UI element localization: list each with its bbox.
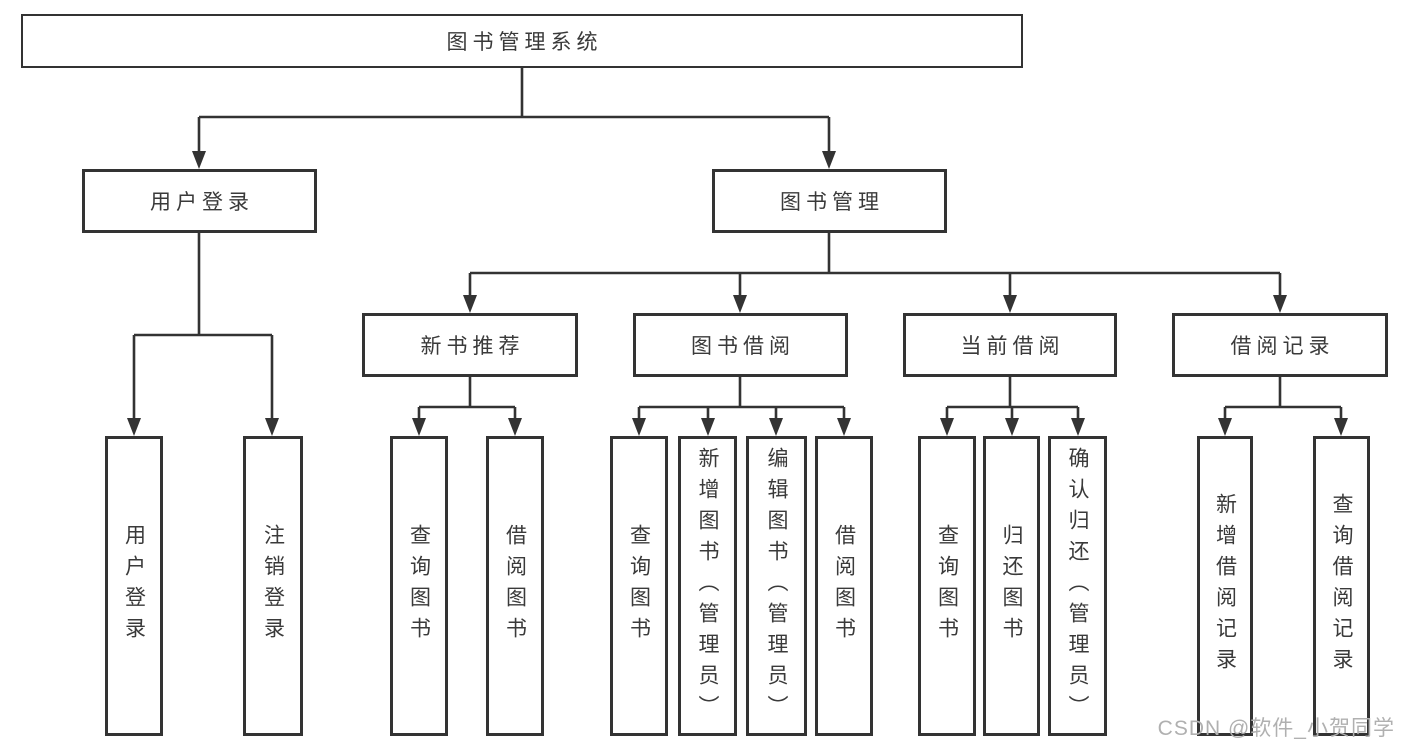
leaf-query-books: 查询图书 bbox=[918, 436, 976, 736]
leaf-query-books: 查询图书 bbox=[610, 436, 668, 736]
leaf-query-books: 查询图书 bbox=[390, 436, 448, 736]
node-current-borrowing: 当前借阅 bbox=[903, 313, 1117, 377]
leaf-logout: 注销登录 bbox=[243, 436, 303, 736]
leaf-borrow-books: 借阅图书 bbox=[486, 436, 544, 736]
node-new-book-recommendation: 新书推荐 bbox=[362, 313, 578, 377]
leaf-return-book: 归还图书 bbox=[983, 436, 1040, 736]
leaf-borrow-books: 借阅图书 bbox=[815, 436, 873, 736]
leaf-edit-book-admin: 编辑图书（管理员） bbox=[746, 436, 807, 736]
node-book-borrowing: 图书借阅 bbox=[633, 313, 848, 377]
leaf-add-book-admin: 新增图书（管理员） bbox=[678, 436, 737, 736]
node-borrowing-records: 借阅记录 bbox=[1172, 313, 1388, 377]
tree-branch-lines bbox=[132, 68, 1343, 420]
node-library-management-system: 图书管理系统 bbox=[21, 14, 1023, 68]
leaf-user-login: 用户登录 bbox=[105, 436, 163, 736]
node-user-login: 用户登录 bbox=[82, 169, 317, 233]
watermark: CSDN @软件_小贺同学 bbox=[1157, 717, 1395, 740]
node-book-management: 图书管理 bbox=[712, 169, 947, 233]
leaf-add-borrow-record: 新增借阅记录 bbox=[1197, 436, 1253, 736]
leaf-query-borrow-record: 查询借阅记录 bbox=[1313, 436, 1370, 736]
leaf-confirm-return-admin: 确认归还（管理员） bbox=[1048, 436, 1107, 736]
